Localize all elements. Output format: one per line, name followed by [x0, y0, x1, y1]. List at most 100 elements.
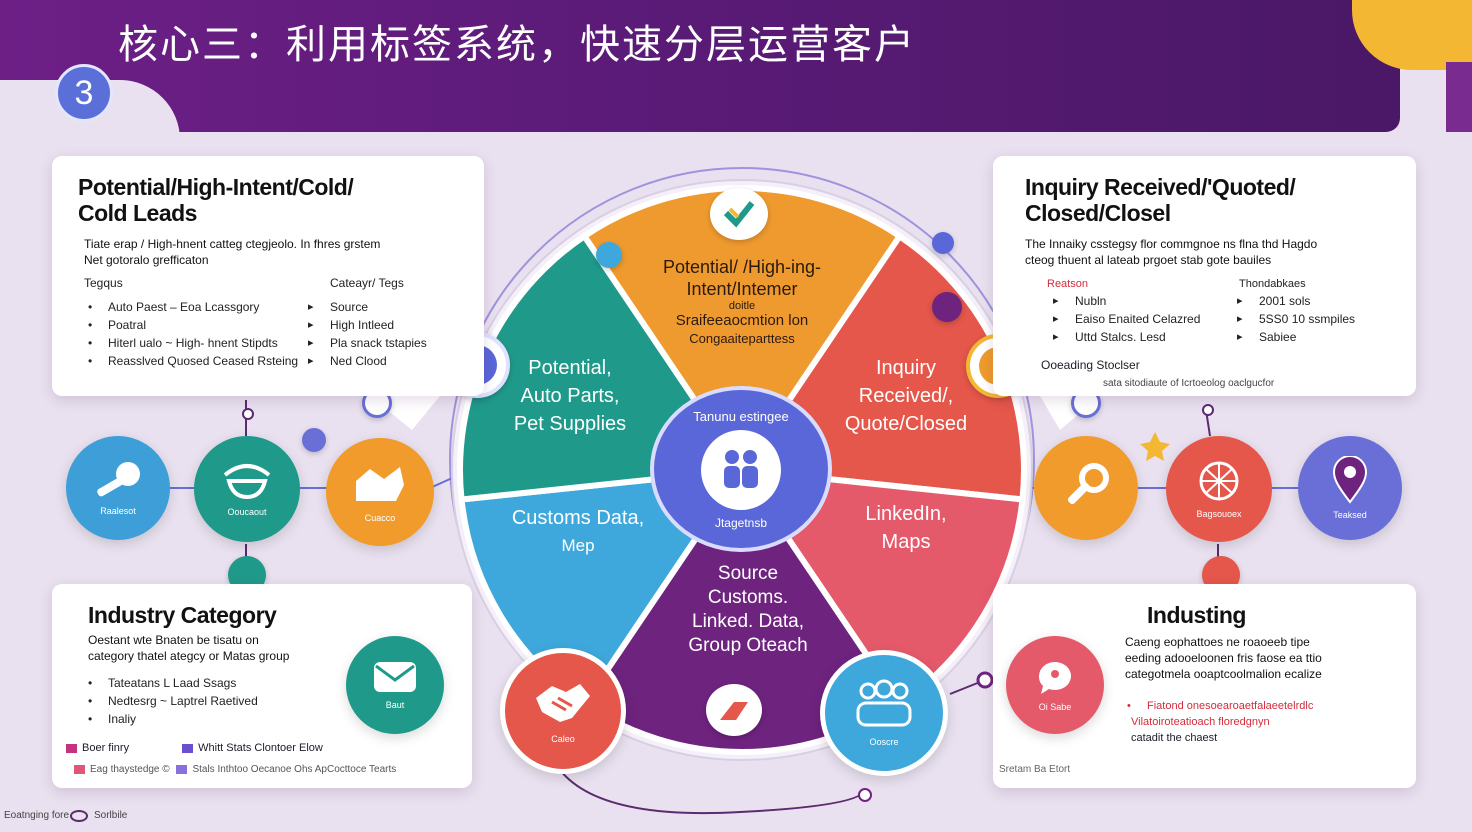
left-icon-circle-2: Ooucaout [194, 436, 300, 542]
list-item: Ned Clood [304, 352, 427, 370]
wheel-segment-bottom-label: Source Customs. Linked. Data, Group Otea… [638, 562, 858, 658]
icon-caption: Ooscre [869, 737, 899, 747]
leads-desc-line1: Tiate erap / High-hnent catteg ctegjeolo… [84, 237, 381, 251]
wheel-right-line1: Inquiry [875, 357, 937, 379]
orbit-node-icon [596, 242, 622, 268]
list-item: Sabiee [1233, 328, 1355, 346]
key-icon [97, 462, 140, 497]
legend-label: Boer finry [82, 742, 130, 754]
list-item: Uttd Stalcs. Lesd [1049, 328, 1200, 346]
industing-desc-line2: eeding adooeloonen fris faose ea ttio [1125, 651, 1322, 665]
industry-list: Tateatans L Laad Ssags Nedtesrg ~ Laptre… [82, 674, 258, 728]
leads-card: Potential/High-Intent/Cold/ Cold Leads T… [52, 156, 484, 396]
list-item: Hiterl ualo ~ High- hnent Stipdts [82, 334, 298, 352]
industry-card: Industry Category Oestant wte Bnaten be … [52, 584, 472, 788]
icon-caption: Caleo [551, 734, 575, 744]
legend-item: Boer finry [66, 742, 129, 754]
wheel-hub: Tanunu estingee Jtagetnsb [650, 386, 832, 552]
wheel-segment-left-label: Potential, Auto Parts, Pet Supplies [490, 354, 650, 438]
wheel-bl-line2: Mep [561, 536, 595, 555]
wrench-icon [1067, 463, 1109, 505]
bowl-icon [223, 464, 271, 500]
leads-left-list: Auto Paest – Eoa Lcassgory Poatral Hiter… [82, 298, 298, 370]
icon-caption: Ooucaout [227, 507, 267, 517]
wheel-segment-top-label: Potential/ /High-ing- Intent/Intemer doi… [612, 256, 872, 348]
leads-card-description: Tiate erap / High-hnent catteg ctegjeolo… [84, 236, 464, 268]
hub-text-top: Tanunu estingee [693, 408, 789, 424]
bottom-icon-circle-mail: Baut [346, 636, 444, 734]
check-badge-icon [710, 188, 768, 240]
orbit-node-right2-icon [932, 292, 962, 322]
orbit-node-right-icon [932, 232, 954, 254]
inquiry-card-title-line2: Closed/Closel [1025, 200, 1171, 226]
list-item: Reasslved Quosed Ceased Rsteing [82, 352, 298, 370]
list-item: Vilatoiroteatioach floredgnyn [1131, 716, 1270, 728]
left-icon-circle-1: Raalesot [66, 436, 170, 540]
wheel-top-small2: Congaaiteparttess [689, 331, 795, 346]
inquiry-card-description: The Innaiky csstegsy flor commgnoe ns fl… [1025, 236, 1395, 268]
list-item: Nubln [1049, 292, 1200, 310]
wheel-br-line1: LinkedIn, [865, 503, 947, 525]
hub-text-bottom: Jtagetnsb [714, 515, 768, 530]
list-item: Source [304, 298, 427, 316]
wheel-segment-bottom-right-label: LinkedIn, Maps [832, 500, 980, 556]
industry-card-title: Industry Category [88, 602, 277, 628]
industry-card-description: Oestant wte Bnaten be tisatu on category… [88, 632, 358, 664]
wheel-bl-line1: Customs Data, [511, 507, 645, 529]
wheel-right-line2: Received/, [858, 385, 954, 407]
dog-icon [356, 467, 404, 501]
list-item: Inaliy [82, 710, 258, 728]
industry-legend-row1: Boer finry Whitt Stats Clontoer Elow [66, 742, 323, 754]
wheel-top-line2: Intent/Intemer [686, 279, 798, 299]
icon-caption: Cuacco [364, 513, 396, 523]
leads-right-list: Source High Intleed Pla snack tstapies N… [304, 298, 427, 370]
list-item: Poatral [82, 316, 298, 334]
inquiry-desc-line1: The Innaiky csstegsy flor commgnoe ns fl… [1025, 237, 1318, 251]
icon-caption: Teaksed [1333, 510, 1367, 520]
inquiry-left-list: Nubln Eaiso Enaited Celazred Uttd Stalcs… [1049, 292, 1200, 346]
list-item: Tateatans L Laad Ssags [82, 674, 258, 692]
list-item: Auto Paest – Eoa Lcassgory [82, 298, 298, 316]
list-item: Pla snack tstapies [304, 334, 427, 352]
icon-caption: Bagsouoex [1196, 509, 1242, 519]
leads-right-column-header: Cateayr/ Tegs [330, 276, 404, 290]
icon-caption: Baut [385, 700, 405, 710]
people-icon [701, 429, 781, 510]
list-item: High Intleed [304, 316, 427, 334]
leads-card-title-line2: Cold Leads [78, 200, 197, 226]
wheel-segment-right-label: Inquiry Received/, Quote/Closed [822, 354, 990, 438]
legend-label: Stals Inthtoo Oecanoe Ohs ApCocttoce Tea… [192, 764, 397, 775]
wheel-top-small: Sraifeeaocmtion lon [675, 312, 809, 329]
legend-swatch [74, 764, 85, 774]
industing-tail-text: catadit the chaest [1131, 732, 1218, 744]
page-footer-left: Eoatnging fore [4, 810, 70, 821]
right-icon-circle-2: Bagsouoex [1166, 436, 1272, 542]
wheel-bottom-line1: Source [717, 563, 779, 584]
legend-label: Whitt Stats Clontoer Elow [198, 742, 323, 754]
wheel-right-line3: Quote/Closed [844, 413, 968, 435]
left-icon-circle-3: Cuacco [326, 438, 434, 546]
wheel-left-line2: Auto Parts, [520, 385, 620, 407]
header-accent-strip [1446, 62, 1472, 132]
wheel-left-line3: Pet Supplies [513, 413, 627, 435]
legend-swatch [66, 743, 77, 753]
wheel-br-line2: Maps [881, 531, 931, 553]
mail-icon [374, 662, 416, 692]
network-icon [1199, 461, 1239, 501]
industry-desc-line2: category thatel ategcy or Matas group [88, 649, 290, 663]
inquiry-right-list: 2001 sols 5SS0 10 ssmpiles Sabiee [1233, 292, 1355, 346]
wheel-top-line1: Potential/ /High-ing- [662, 257, 822, 277]
clock-node-icon [302, 428, 326, 452]
legend-swatch [176, 764, 188, 774]
right-icon-circle-1 [1034, 436, 1138, 540]
legend-item: Whitt Stats Clontoer Elow [182, 742, 323, 754]
inquiry-left-column-header: Reatson [1047, 278, 1088, 290]
legend-item: Stals Inthtoo Oecanoe Ohs ApCocttoce Tea… [176, 764, 396, 775]
industing-desc-line1: Caeng eophattoes ne roaoeeb tipe [1125, 635, 1310, 649]
legend-label: Eag thaystedge © [90, 764, 170, 775]
industing-desc-line3: categotmela ooaptcoolmalion ecalize [1125, 667, 1322, 681]
bottom-icon-circle-handshake: Caleo [500, 648, 626, 774]
group-icon [856, 679, 912, 727]
inquiry-footer-note: sata sitodiaute of Icrtoeolog oaclgucfor [1103, 378, 1275, 389]
